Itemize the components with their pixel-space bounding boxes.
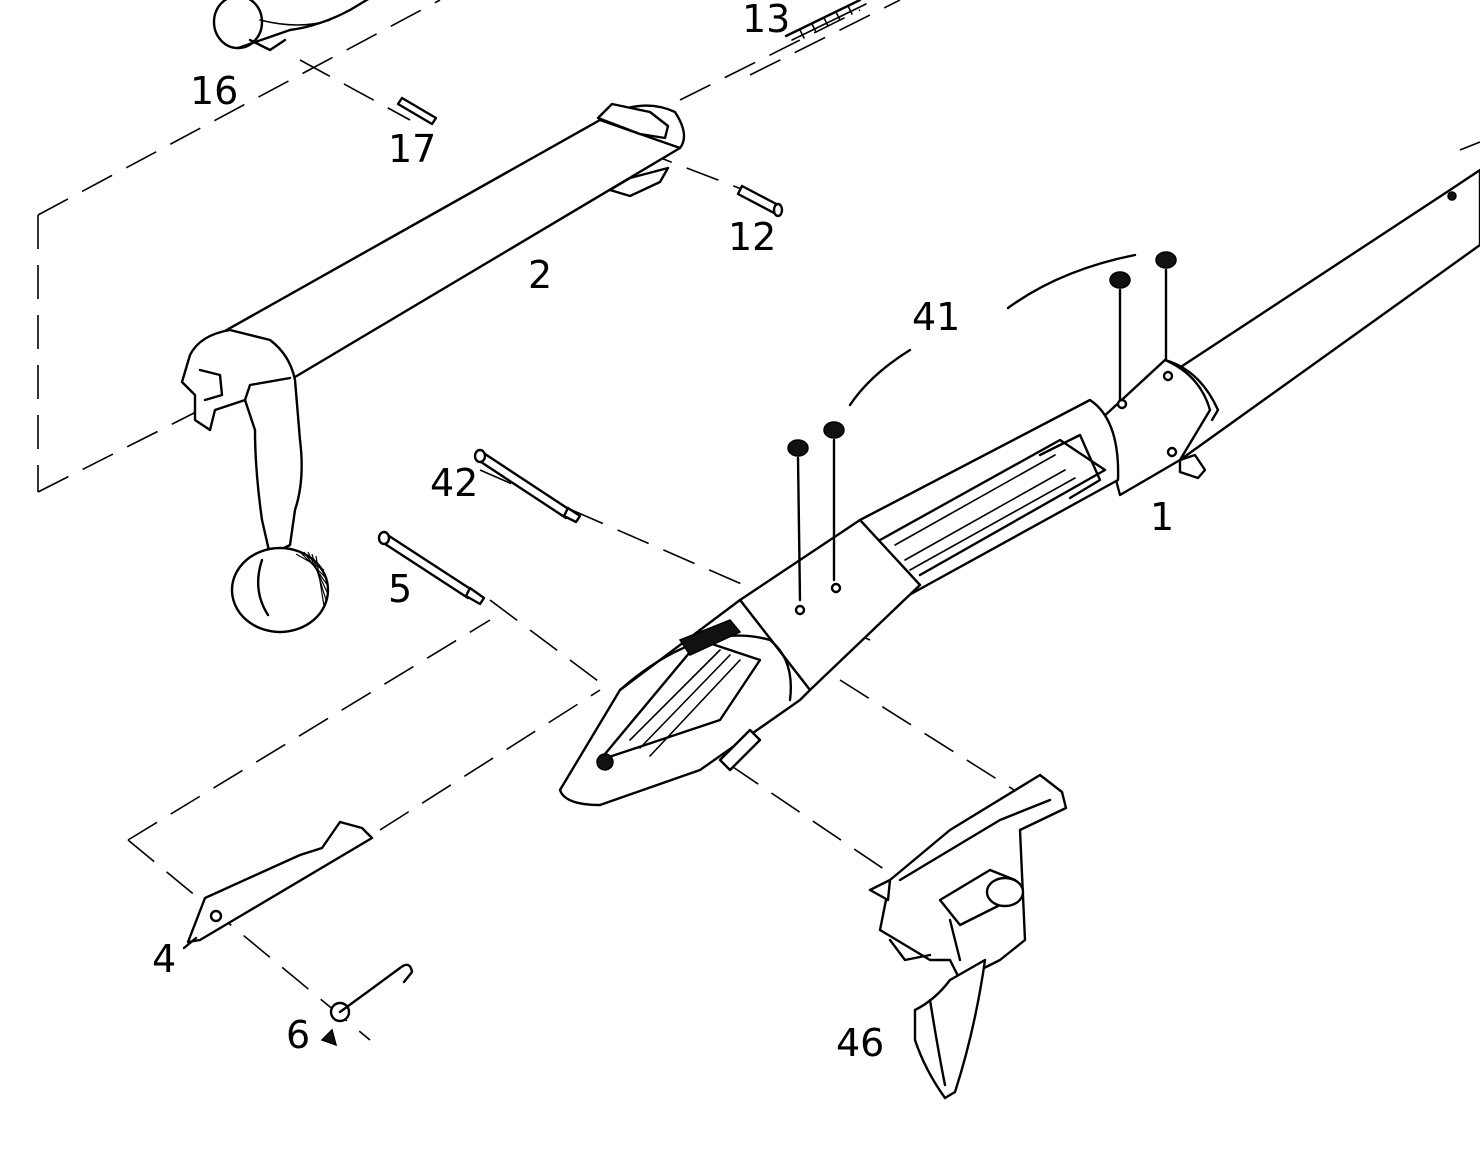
label-16: 16 — [190, 69, 238, 113]
part-17-pin — [396, 96, 438, 126]
part-1-receiver — [558, 168, 1480, 807]
label-46: 46 — [836, 1021, 884, 1065]
label-17: 17 — [388, 127, 436, 171]
label-2: 2 — [528, 253, 552, 297]
part-13-spring — [784, 0, 867, 41]
bolt-knob-hatching — [295, 551, 329, 607]
part-42-pin — [473, 448, 582, 524]
screw-top-2 — [1155, 251, 1177, 362]
screw-bottom-2 — [823, 421, 845, 582]
part-4-plate — [182, 820, 374, 950]
label-12: 12 — [728, 215, 776, 259]
label-6: 6 — [286, 1013, 310, 1057]
part-46-trigger — [868, 773, 1068, 1100]
part-2-bolt — [180, 102, 686, 634]
label-42: 42 — [430, 461, 478, 505]
part-41-screws — [787, 251, 1177, 602]
label-5: 5 — [388, 567, 412, 611]
label-13: 13 — [742, 0, 790, 41]
part-12-pin — [736, 184, 784, 218]
label-41: 41 — [912, 295, 960, 339]
label-1: 1 — [1150, 495, 1174, 539]
part-6-clip — [320, 963, 414, 1047]
label-4: 4 — [152, 937, 176, 981]
part-labels: 1 2 4 5 6 12 13 16 17 41 42 46 — [152, 0, 1174, 1065]
alignment-dashed-lines — [37, 0, 1480, 1041]
part-16-assembly — [212, 0, 369, 52]
screw-bottom-1 — [787, 439, 809, 602]
part-5-pin — [377, 530, 486, 606]
screw-top-1 — [1109, 271, 1131, 402]
